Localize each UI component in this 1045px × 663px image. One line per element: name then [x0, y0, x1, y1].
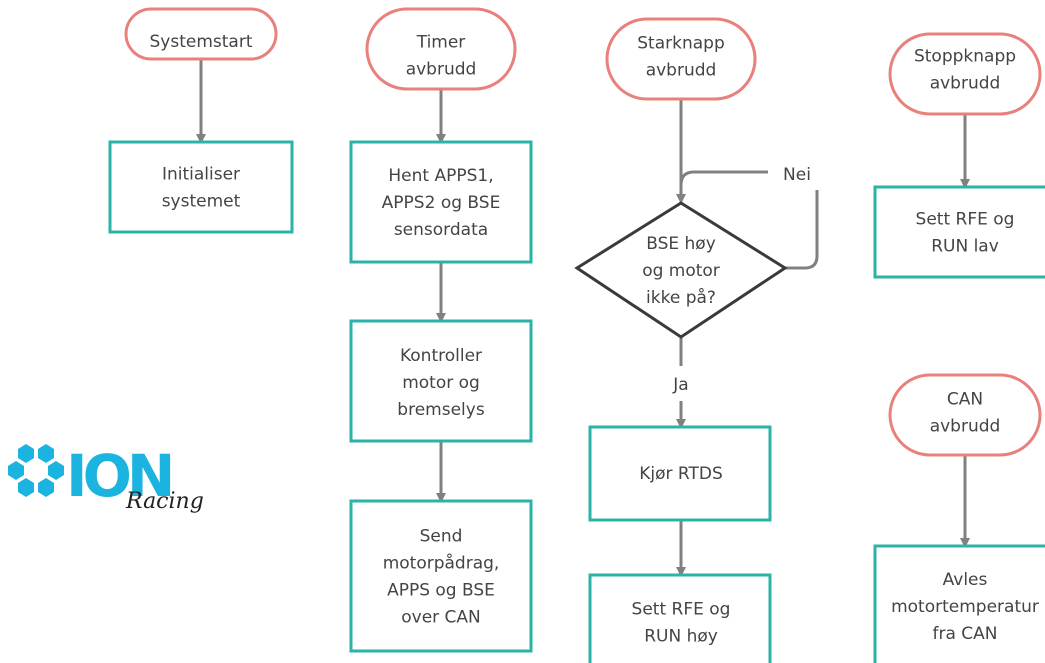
label-line: Starknapp: [637, 34, 724, 54]
shapes: [108, 7, 1045, 663]
label-sett-rfe-lav: Sett RFE og RUN lav: [916, 210, 1015, 257]
label-kontroller: Kontroller motor og bremselys: [397, 346, 485, 420]
labels: Systemstart Initialiser systemet Timer avb…: [150, 32, 1039, 647]
connectors: [196, 58, 970, 577]
process-hent-apps: [349, 140, 533, 264]
arrow-nei-loop: [785, 190, 819, 270]
terminal-timer: [365, 7, 517, 91]
label-line: systemet: [162, 192, 241, 212]
label-line: Sett RFE og: [916, 210, 1015, 230]
label-line: bremselys: [397, 400, 485, 420]
label-line: Send: [420, 527, 463, 547]
process-kontroller: [349, 319, 533, 443]
terminal-starknapp: [605, 17, 757, 101]
label-line: fra CAN: [932, 624, 997, 644]
logo-script: Racing: [125, 489, 204, 514]
process-kjor-rtds: [588, 425, 772, 522]
label-line: motorpådrag,: [383, 553, 500, 574]
label-line: RUN lav: [931, 237, 999, 257]
label-line: ikke på?: [646, 287, 716, 308]
label-line: Nei: [783, 165, 811, 185]
process-sett-rfe-hoy: [588, 573, 772, 663]
label-line: Kontroller: [400, 346, 482, 366]
label-can: CAN avbrudd: [930, 390, 1001, 437]
label-line: Stoppknapp: [914, 47, 1016, 67]
label-line: over CAN: [401, 608, 481, 628]
label-line: APPS2 og BSE: [382, 193, 501, 213]
process-sett-rfe-lav: [873, 185, 1045, 279]
terminal-systemstart: [124, 7, 278, 61]
label-line: avbrudd: [930, 417, 1001, 437]
label-stoppknapp: Stoppknapp avbrudd: [914, 47, 1016, 94]
process-send: [349, 499, 533, 653]
label-systemstart: Systemstart: [150, 32, 253, 52]
label-line: Hent APPS1,: [388, 166, 493, 186]
label-line: Sett RFE og: [632, 600, 731, 620]
arrow-nei-return: [679, 170, 768, 186]
label-line: og motor: [642, 261, 720, 281]
label-line: Systemstart: [150, 32, 253, 52]
label-line: CAN: [947, 390, 983, 410]
label-initialiser: Initialiser systemet: [162, 165, 241, 212]
process-initialiser: [108, 140, 294, 234]
label-hent-apps: Hent APPS1, APPS2 og BSE sensordata: [382, 166, 501, 240]
logo-wordmark: ION: [66, 442, 171, 510]
label-line: motortemperatur: [891, 597, 1039, 617]
decision-bse: [574, 201, 788, 339]
label-ja: Ja: [672, 375, 688, 395]
label-line: BSE høy: [646, 234, 716, 254]
ion-racing-logo: ION Racing: [8, 442, 204, 514]
label-kjor-rtds: Kjør RTDS: [639, 464, 723, 484]
process-avles: [873, 544, 1045, 663]
label-line: Kjør RTDS: [639, 464, 723, 484]
label-starknapp: Starknapp avbrudd: [637, 34, 724, 81]
label-line: avbrudd: [646, 61, 717, 81]
hexagon-cluster-icon: [8, 444, 64, 497]
label-line: avbrudd: [930, 74, 1001, 94]
label-line: Ja: [672, 375, 688, 395]
label-send: Send motorpådrag, APPS og BSE over CAN: [383, 527, 500, 628]
label-nei: Nei: [783, 165, 811, 185]
label-decision: BSE høy og motor ikke på?: [642, 234, 720, 308]
label-avles: Avles motortemperatur fra CAN: [891, 570, 1039, 644]
label-line: avbrudd: [406, 60, 477, 80]
label-line: sensordata: [394, 220, 488, 240]
label-timer: Timer avbrudd: [406, 33, 477, 80]
terminal-can: [888, 373, 1042, 457]
label-sett-rfe-hoy: Sett RFE og RUN høy: [632, 600, 731, 647]
label-line: Initialiser: [162, 165, 240, 185]
label-line: Avles: [943, 570, 988, 590]
label-line: RUN høy: [644, 627, 718, 647]
label-line: motor og: [402, 373, 480, 393]
label-line: Timer: [416, 33, 466, 53]
label-line: APPS og BSE: [387, 581, 495, 601]
terminal-stoppknapp: [888, 32, 1042, 116]
